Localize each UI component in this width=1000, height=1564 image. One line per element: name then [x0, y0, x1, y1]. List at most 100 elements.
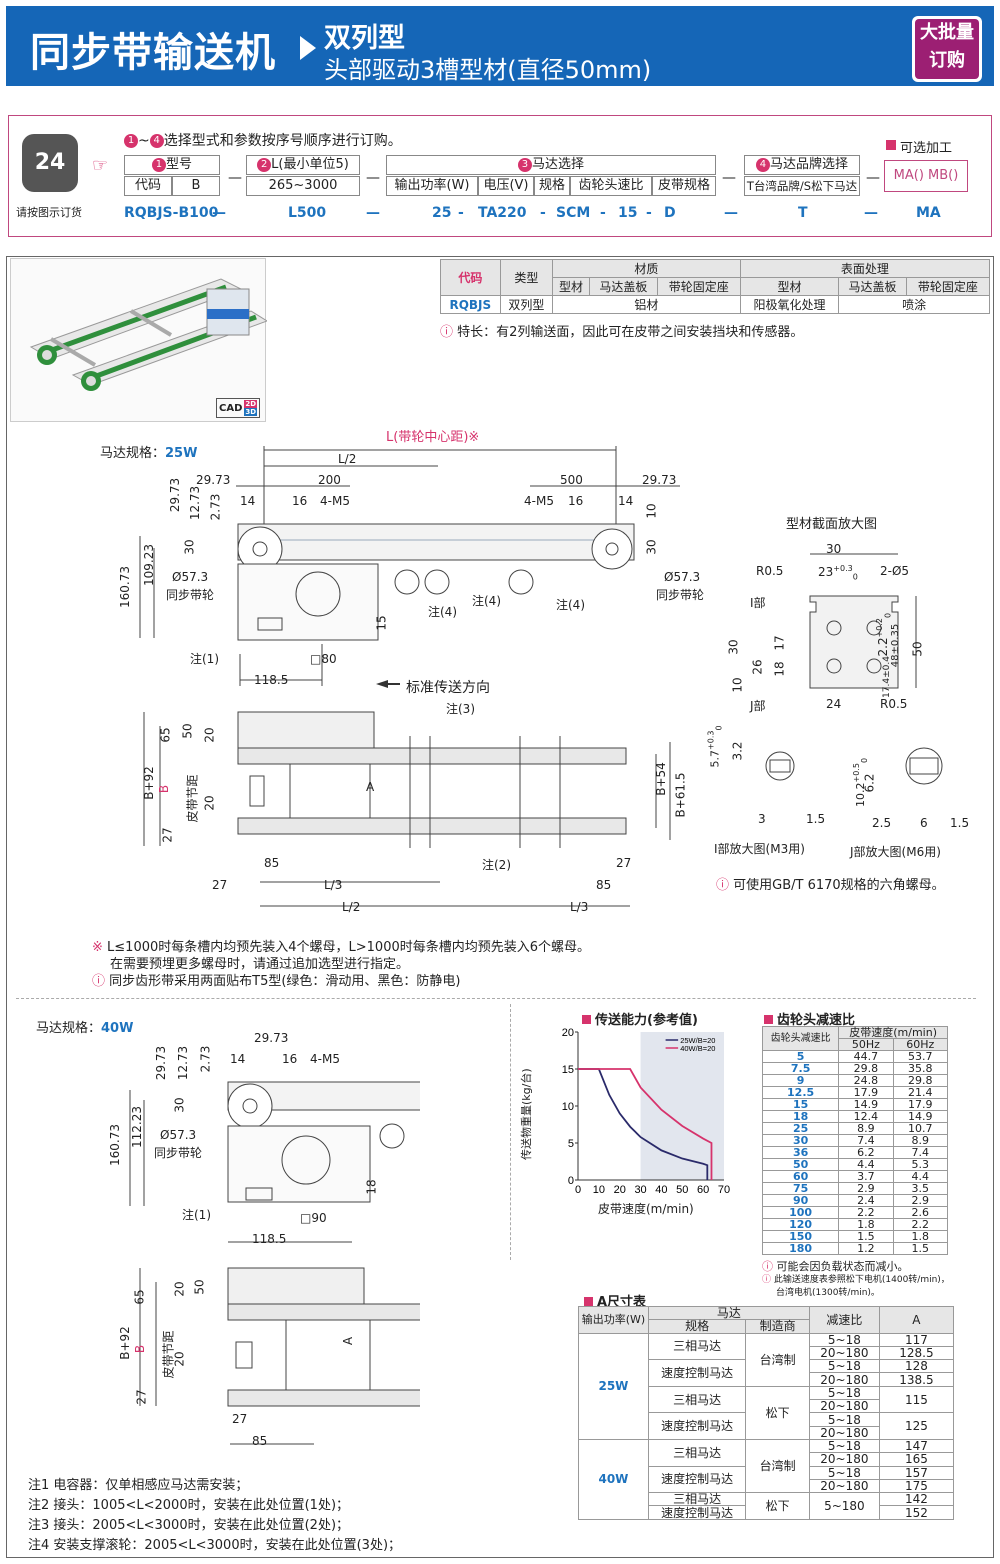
nut-note-text: 可使用GB/T 6170规格的六角螺母。 — [733, 878, 945, 893]
dim-label: 12.73 — [188, 485, 203, 521]
a-ratio: 20~180 — [808, 1372, 880, 1387]
dim-label: 30 — [182, 539, 197, 555]
dim-label: B+61.5 — [673, 772, 688, 818]
chart-shade — [640, 1032, 724, 1180]
nut-note: ⓘ 可使用GB/T 6170规格的六角螺母。 — [716, 874, 945, 893]
dim-label: A — [366, 780, 375, 794]
cad-download-icon[interactable]: CAD 2D 3D — [216, 398, 261, 418]
note-icon: ⓘ — [440, 325, 458, 340]
gear-speed-cell: 7.4 — [838, 1134, 894, 1147]
gear-ratio-cell: 30 — [761, 1134, 840, 1147]
gear-speed-cell: 1.2 — [838, 1242, 894, 1255]
phone-caption: 请按图示订货 — [16, 206, 82, 219]
spec-sub-header: 型材 — [552, 277, 591, 296]
section-marker-icon — [582, 1015, 591, 1024]
dim-label: 3.2 — [730, 741, 745, 761]
dash: — — [724, 205, 738, 221]
a-value: 138.5 — [878, 1372, 955, 1387]
a-value: 115 — [878, 1385, 955, 1414]
dash: — — [366, 205, 380, 221]
dim-tol: 0 — [883, 612, 893, 618]
dim-label: L/3 — [324, 878, 343, 892]
dim-label: 14 — [230, 1052, 246, 1066]
step-num-1: 1 — [124, 134, 138, 148]
gear-speed-cell: 3.5 — [892, 1182, 949, 1195]
dim-value: 23 — [818, 565, 834, 579]
bulk-order-badge[interactable]: 大批量 订购 — [912, 16, 982, 82]
gear-speed-cell: 6.2 — [838, 1146, 894, 1159]
dash: — — [866, 170, 880, 186]
dash: - — [646, 205, 652, 221]
gear-speed-cell: 3.7 — [838, 1170, 894, 1183]
dim-label: 30 — [726, 639, 741, 655]
dim-label: 1.5 — [950, 816, 970, 830]
a-ratio: 5~18 — [808, 1438, 880, 1454]
group-model-code-header: 代码 — [124, 176, 172, 196]
dim-label: 109.23 — [142, 544, 156, 586]
a-maker: 松下 — [745, 1492, 810, 1520]
gear-speed-cell: 1.5 — [892, 1242, 949, 1255]
dim-label: 160.73 — [118, 566, 132, 608]
gear-ratio-cell: 12.5 — [761, 1086, 840, 1099]
a-header-ratio: 减速比 — [808, 1306, 880, 1334]
dim-label: 50 — [180, 723, 195, 739]
section-marker-icon — [764, 1015, 773, 1024]
capacity-title: 传送能力(参考值) — [582, 1009, 698, 1028]
note-icon: ⓘ — [92, 974, 110, 989]
note-icon: ⓘ — [762, 1260, 777, 1273]
group-brand-options: T台湾品牌/S松下马达 — [744, 176, 860, 196]
gear-note-1: ⓘ 可能会因负载状态而减小。 — [762, 1258, 909, 1274]
a-ratio: 5~18 — [808, 1465, 880, 1480]
dim-label: 20 — [172, 1351, 187, 1367]
step-num-4: 4 — [149, 134, 164, 148]
gear-speed-cell: 21.4 — [892, 1086, 949, 1099]
example-ratio: 15 — [618, 205, 638, 221]
a-ratio: 20~180 — [808, 1478, 880, 1494]
badge-line1: 大批量 — [920, 22, 974, 43]
dim-label: Ø57.3 — [664, 570, 701, 584]
detail-j-title: J部放大图(M6用) — [850, 845, 941, 859]
gear-speed-cell: 29.8 — [892, 1074, 949, 1087]
page-subtitle-type: 双列型 — [324, 23, 405, 54]
spec-surface-profile: 阳极氧化处理 — [739, 295, 840, 314]
dim-label: 200 — [318, 473, 341, 487]
dim-label: 18 — [772, 661, 787, 677]
gear-speed-cell: 14.9 — [892, 1110, 949, 1123]
dim-label: 29.73 — [168, 477, 183, 513]
gear-speed-cell: 8.9 — [838, 1122, 894, 1135]
dim-label: J部 — [750, 699, 766, 713]
a-dimension-table: 输出功率(W) 马达 减速比 A 规格 制造商 25W 三相马达 台湾制 5~1… — [578, 1305, 955, 1520]
gear-ratio-cell: 9 — [761, 1074, 840, 1087]
gear-speed-cell: 44.7 — [838, 1050, 894, 1063]
a-motor: 三相马达 — [647, 1385, 747, 1414]
group-num: 3 — [517, 157, 532, 172]
section-title: 型材截面放大图 — [786, 517, 878, 532]
dim-label: 10 — [644, 503, 659, 519]
dim-label: 29.73 — [196, 473, 231, 487]
a-ratio: 5~180 — [808, 1492, 880, 1520]
chart-y-tick: 20 — [562, 1027, 574, 1039]
spec-sub-header: 带轮固定座 — [656, 277, 741, 296]
dash: — — [212, 205, 226, 221]
gear-ratio-cell: 5 — [761, 1050, 840, 1063]
dim-label: 16 — [568, 494, 584, 508]
a-ratio: 20~180 — [808, 1425, 880, 1440]
dim-label: 27 — [134, 1389, 149, 1405]
note-icon: ⓘ — [762, 1275, 774, 1285]
conveyor-illustration — [29, 278, 269, 391]
group-num: 1 — [151, 157, 166, 172]
chart-xlabel: 皮带速度(m/min) — [598, 1202, 694, 1216]
dim-label: 4-M5 — [310, 1052, 340, 1066]
gear-speed-cell: 8.9 — [892, 1134, 949, 1147]
